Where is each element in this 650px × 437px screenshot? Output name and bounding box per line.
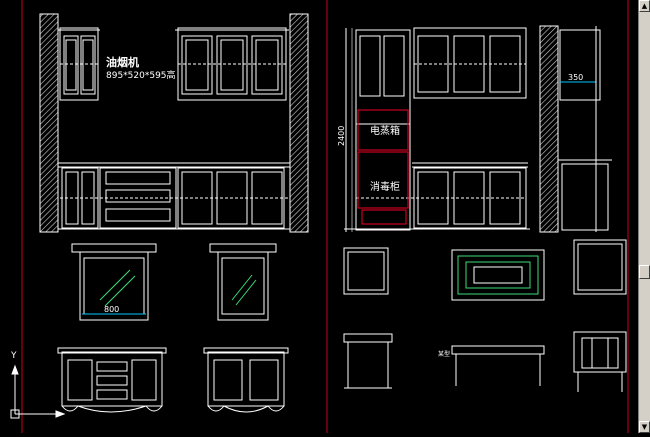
right-wall-hatch [289, 13, 309, 233]
ucs-axis-icon [10, 364, 66, 419]
scroll-down-button[interactable]: ▼ [639, 421, 650, 433]
cad-drawing: 油烟机 895*520*595高 电蒸箱 消毒柜 800 350 2400 Y … [10, 0, 629, 433]
dim-800-label: 800 [104, 305, 119, 314]
arrow-up-icon: ▲ [641, 2, 648, 10]
appliance-frames [357, 109, 409, 225]
steamer-label: 电蒸箱 [370, 124, 400, 137]
steamer-frame [357, 109, 409, 151]
sideboard-small [207, 351, 285, 407]
side-section-wall [539, 25, 559, 233]
dim-350-label: 350 [568, 73, 583, 82]
left-kitchen-elevation [39, 13, 309, 233]
scroll-up-button[interactable]: ▲ [639, 0, 650, 12]
arrow-down-icon: ▼ [641, 423, 648, 431]
plan-table [451, 249, 545, 301]
coffee-table [451, 345, 545, 355]
sideboard-large [61, 351, 163, 407]
axis-y-label: Y [10, 351, 17, 361]
vertical-scrollbar[interactable]: ▲ ▼ [638, 0, 650, 433]
left-wall-hatch [39, 13, 59, 233]
mirror-frames [71, 243, 277, 321]
tall-unit [355, 29, 411, 231]
sterilizer-label: 消毒柜 [370, 180, 400, 193]
small-tag-label: 某型 [438, 350, 450, 358]
scroll-thumb[interactable] [639, 265, 650, 279]
bottom-furniture-left [57, 347, 289, 413]
chair-elevation [573, 331, 627, 373]
hood-dims-label: 895*520*595高 [106, 69, 176, 81]
plan-square-left [343, 247, 389, 295]
right-kitchen-elevation [344, 25, 612, 233]
plan-views [343, 239, 627, 392]
dim-2400-label: 2400 [337, 126, 346, 146]
upper-cabinet-right-wall [413, 27, 527, 99]
cad-drawing-canvas[interactable]: 油烟机 895*520*595高 电蒸箱 消毒柜 800 350 2400 Y … [0, 0, 638, 433]
sterilizer-frame [357, 151, 409, 209]
hood-name-label: 油烟机 [106, 55, 139, 69]
side-table-left [343, 333, 393, 343]
plan-square-right [573, 239, 627, 295]
